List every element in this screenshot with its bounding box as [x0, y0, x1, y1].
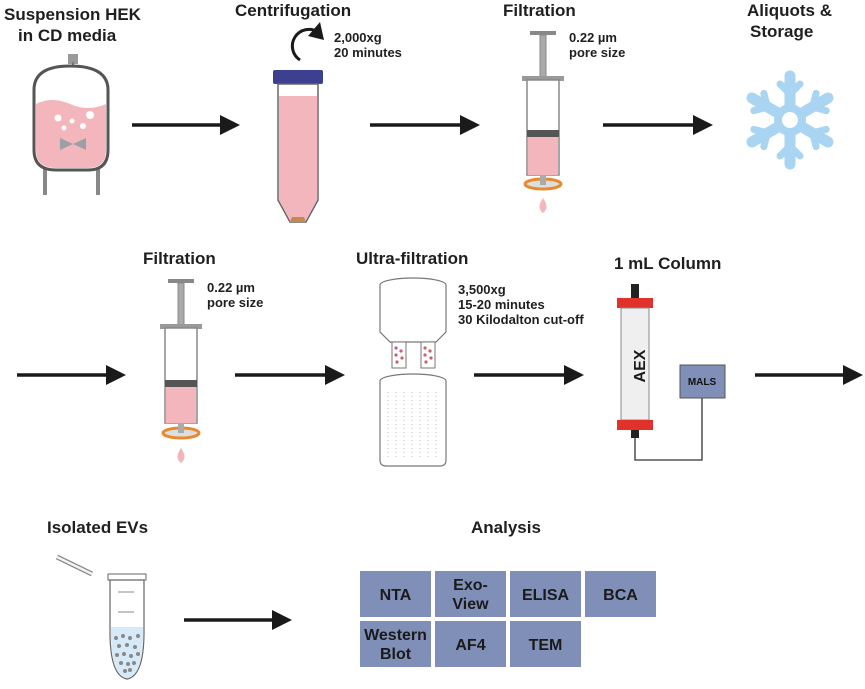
- centrifugation-step: Centrifugation 2,000xg 20 minutes: [235, 1, 402, 223]
- mals-detector: MALS: [634, 364, 726, 461]
- filtration-bottom-step: Filtration 0.22 µm pore size: [143, 249, 263, 463]
- filtration-top-pore-size: pore size: [569, 45, 625, 60]
- ultrafiltration-speed: 3,500xg: [458, 282, 506, 297]
- snowflake-icon: [746, 70, 834, 170]
- filtration-top-title: Filtration: [503, 1, 576, 20]
- arrow-filtration-to-ultrafiltration: [235, 365, 345, 385]
- svg-text:ELISA: ELISA: [522, 587, 570, 604]
- svg-text:Western: Western: [364, 627, 427, 644]
- isolated-evs-title: Isolated EVs: [47, 518, 148, 537]
- svg-text:TEM: TEM: [529, 637, 563, 654]
- centrifugation-title: Centrifugation: [235, 1, 351, 20]
- arrow-suspension-to-centrifuge: [132, 115, 240, 135]
- analysis-box-elisa: ELISA: [510, 571, 581, 617]
- storage-step: Aliquots & Storage: [746, 1, 834, 170]
- svg-text:NTA: NTA: [380, 587, 412, 604]
- analysis-box-af4: AF4: [435, 621, 506, 667]
- suspension-title-line1: Suspension HEK: [4, 5, 142, 24]
- ultrafiltration-device-icon: [379, 277, 447, 467]
- storage-title-line1: Aliquots &: [747, 1, 832, 20]
- storage-title-line2: Storage: [750, 22, 813, 41]
- filtration-top-pore: 0.22 µm: [569, 30, 617, 45]
- filtration-bottom-pore-size: pore size: [207, 295, 263, 310]
- filtration-top-step: Filtration 0.22 µm pore size: [503, 1, 625, 213]
- aex-column-icon: AEX: [617, 284, 653, 438]
- arrow-centrifuge-to-filtration: [370, 115, 480, 135]
- aex-label: AEX: [632, 349, 649, 382]
- analysis-box-western-blot: Western Blot: [360, 621, 431, 667]
- analysis-box-exoview: Exo- View: [435, 571, 506, 617]
- mals-label: MALS: [688, 377, 717, 388]
- ultrafiltration-cutoff: 30 Kilodalton cut-off: [458, 312, 584, 327]
- bioreactor-icon: [32, 54, 110, 195]
- centrifugation-time: 20 minutes: [334, 45, 402, 60]
- analysis-box-tem: TEM: [510, 621, 581, 667]
- rotate-icon: [290, 22, 324, 62]
- svg-text:AF4: AF4: [455, 637, 485, 654]
- svg-text:BCA: BCA: [603, 587, 638, 604]
- svg-text:Blot: Blot: [380, 646, 412, 663]
- arrow-filtration-to-storage: [603, 115, 713, 135]
- analysis-box-bca: BCA: [585, 571, 656, 617]
- microtube-icon: [55, 554, 147, 680]
- ultrafiltration-step: Ultra-filtration 3,500xg 15-20 minutes 3…: [356, 249, 584, 467]
- ultrafiltration-title: Ultra-filtration: [356, 249, 468, 268]
- isolated-evs-step: Isolated EVs: [47, 518, 148, 680]
- centrifugation-speed: 2,000xg: [334, 30, 382, 45]
- analysis-box-nta: NTA: [360, 571, 431, 617]
- ultrafiltration-time: 15-20 minutes: [458, 297, 545, 312]
- arrow-column-out: [755, 365, 863, 385]
- column-step: 1 mL Column AEX MALS: [614, 254, 726, 461]
- filtration-bottom-title: Filtration: [143, 249, 216, 268]
- suspension-step: Suspension HEK in CD media: [4, 5, 142, 195]
- svg-text:Exo-: Exo-: [453, 577, 488, 594]
- arrow-isolated-to-analysis: [184, 610, 292, 630]
- column-title: 1 mL Column: [614, 254, 721, 273]
- syringe-filter-icon: [522, 31, 564, 213]
- syringe-filter-icon: [160, 279, 202, 463]
- arrow-ultrafiltration-to-column: [474, 365, 584, 385]
- analysis-step: Analysis NTA Exo- View ELISA BCA Western…: [360, 518, 656, 667]
- arrow-into-filtration-bottom: [17, 365, 126, 385]
- svg-text:View: View: [452, 596, 489, 613]
- suspension-title-line2: in CD media: [18, 26, 117, 45]
- centrifuge-tube-icon: [273, 70, 323, 223]
- filtration-bottom-pore: 0.22 µm: [207, 280, 255, 295]
- analysis-title: Analysis: [471, 518, 541, 537]
